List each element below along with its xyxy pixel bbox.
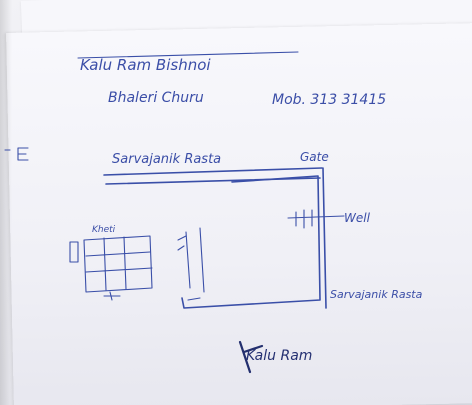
plot-right-edge	[322, 167, 327, 309]
header-mobile: Mob. 313 31415	[272, 92, 386, 108]
header-line-1: Kalu Ram Bishnoi	[80, 56, 211, 74]
plot-outline	[181, 175, 321, 309]
margin-mark	[4, 147, 29, 161]
signature-stroke	[238, 340, 264, 374]
inset-label: Kheti	[92, 225, 116, 235]
bottom-road-label: Sarvajanik Rasta	[330, 288, 423, 301]
signature-text: Kalu Ram	[246, 348, 312, 364]
road-line-top	[103, 167, 323, 176]
inset-side-box	[69, 241, 79, 263]
left-edge-shadow	[0, 0, 12, 405]
plot-corner-marks	[177, 235, 201, 301]
inset-bottom-mark	[103, 291, 121, 301]
header-line-2: Bhaleri Churu	[108, 90, 204, 106]
gate-label: Gate	[300, 150, 329, 164]
header-underline-1	[77, 51, 299, 59]
inset-grid-lines	[85, 236, 153, 291]
gate-markers	[287, 209, 345, 229]
inset-grid-outline	[83, 235, 153, 293]
plot-left-marks	[177, 227, 205, 293]
road-label: Sarvajanik Rasta	[112, 152, 221, 167]
well-label: Well	[344, 211, 371, 225]
